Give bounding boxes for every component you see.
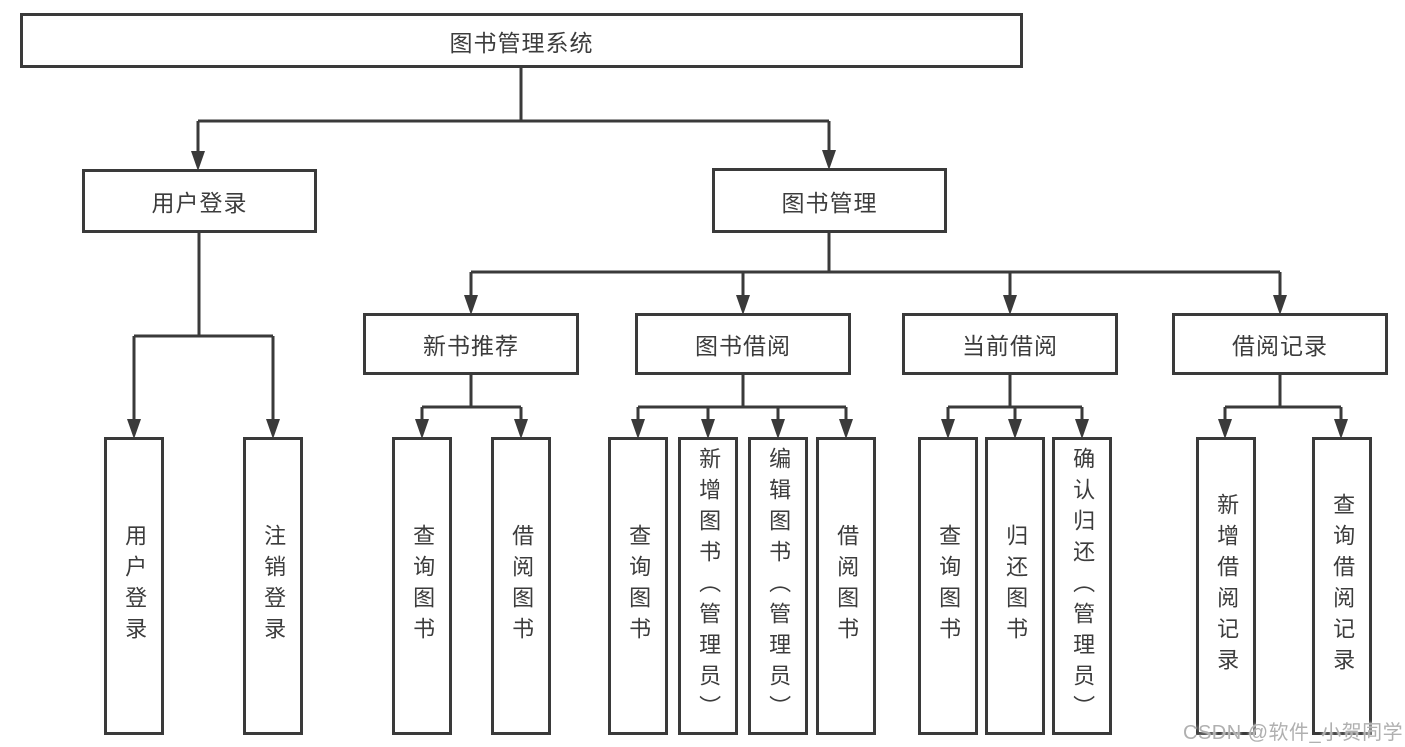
node-user-login: 用户登录 <box>82 169 317 233</box>
leaf-label: 查询图书 <box>410 524 436 648</box>
leaf-query-books: 查询图书 <box>918 437 978 735</box>
leaf-label: 注销登录 <box>261 524 287 648</box>
node-new-book-recommend: 新书推荐 <box>363 313 579 375</box>
leaf-label: 借阅图书 <box>509 524 535 648</box>
leaf-edit-books-admin: 编辑图书（管理员） <box>748 437 808 735</box>
leaf-borrow-books: 借阅图书 <box>491 437 551 735</box>
leaf-return-books: 归还图书 <box>985 437 1045 735</box>
node-book-borrowing: 图书借阅 <box>635 313 851 375</box>
leaf-user-login: 用户登录 <box>104 437 164 735</box>
leaf-add-books-admin: 新增图书（管理员） <box>678 437 738 735</box>
leaf-label: 新增借阅记录 <box>1214 493 1240 679</box>
node-library-system-root: 图书管理系统 <box>20 13 1023 68</box>
node-book-management: 图书管理 <box>712 168 947 233</box>
leaf-label: 查询借阅记录 <box>1330 493 1356 679</box>
leaf-borrow-books: 借阅图书 <box>816 437 876 735</box>
leaf-query-borrow-record: 查询借阅记录 <box>1312 437 1372 735</box>
leaf-label: 借阅图书 <box>834 524 860 648</box>
leaf-logout: 注销登录 <box>243 437 303 735</box>
leaf-label: 归还图书 <box>1003 524 1029 648</box>
leaf-label: 用户登录 <box>122 524 148 648</box>
leaf-label: 确认归还（管理员） <box>1070 446 1096 726</box>
leaf-label: 新增图书（管理员） <box>696 446 722 726</box>
leaf-label: 查询图书 <box>936 524 962 648</box>
leaf-query-books: 查询图书 <box>392 437 452 735</box>
leaf-add-borrow-record: 新增借阅记录 <box>1196 437 1256 735</box>
leaf-query-books: 查询图书 <box>608 437 668 735</box>
node-current-borrowing: 当前借阅 <box>902 313 1118 375</box>
node-borrowing-records: 借阅记录 <box>1172 313 1388 375</box>
csdn-watermark: CSDN @软件_小贺同学 <box>1183 722 1404 744</box>
leaf-label: 查询图书 <box>626 524 652 648</box>
leaf-confirm-return-admin: 确认归还（管理员） <box>1052 437 1112 735</box>
leaf-label: 编辑图书（管理员） <box>766 446 792 726</box>
